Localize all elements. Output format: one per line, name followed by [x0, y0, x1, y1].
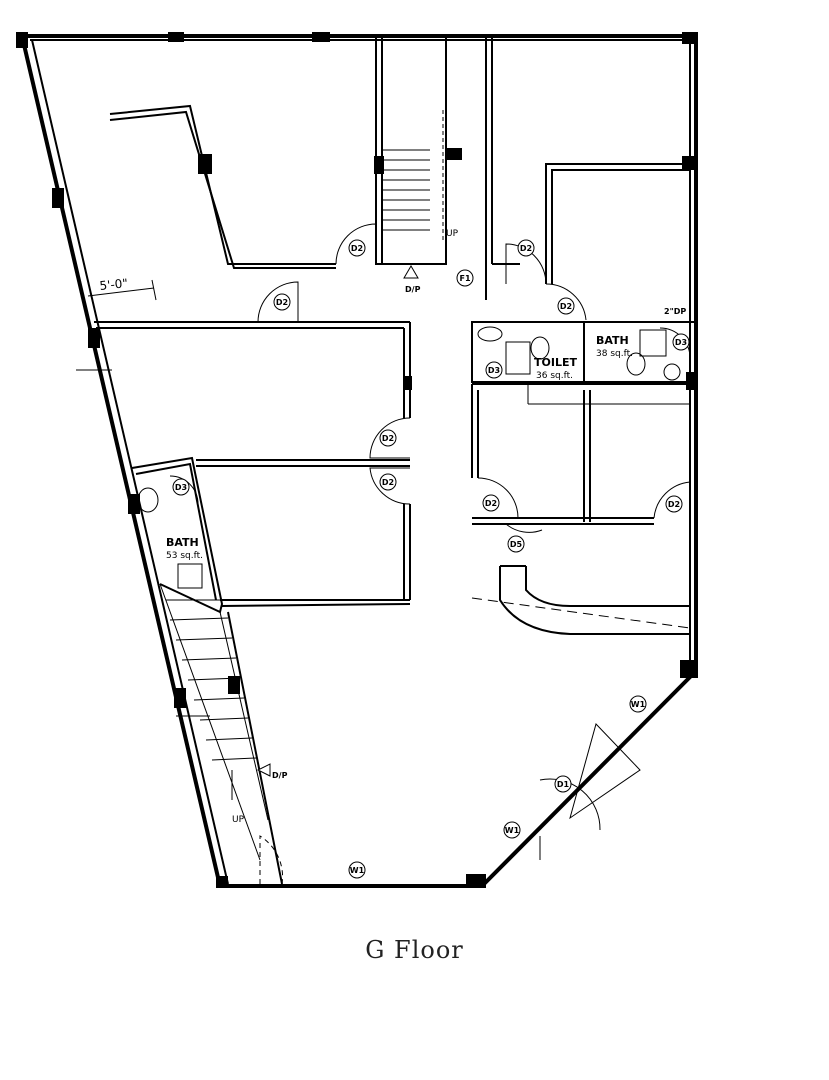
door-swing-d2-d	[545, 283, 587, 321]
column	[128, 494, 140, 514]
downpipe-label-left: D/P	[272, 771, 288, 780]
column	[88, 328, 100, 348]
dimension-line	[87, 287, 155, 297]
door-swing-d3-left	[169, 475, 199, 505]
door-tag-d2: D2	[382, 478, 394, 487]
column	[466, 874, 486, 888]
column	[686, 372, 698, 390]
door-swing-d2-h	[653, 481, 691, 519]
wc-fixture-left	[137, 487, 159, 513]
door-swing-d2-f	[369, 467, 411, 505]
column	[168, 32, 184, 42]
floor-caption: G Floor	[365, 936, 464, 964]
stair-up-label-center: UP	[446, 229, 459, 239]
wall-room-top-left-inner	[109, 110, 336, 269]
door-swing-d2-c	[505, 243, 547, 285]
door-swing-d2-g	[477, 477, 519, 519]
room-area-bath-right: 38 sq.ft.	[596, 349, 633, 359]
door-tag-d3: D3	[488, 366, 500, 375]
room-area-toilet: 36 sq.ft.	[536, 371, 573, 381]
outer-wall-diagonal	[480, 670, 697, 888]
room-name-bath-left: BATH	[166, 536, 199, 549]
outer-wall-left	[20, 35, 222, 887]
door-swing-d2-b	[257, 281, 299, 323]
column	[404, 376, 412, 390]
door-tag-d2: D2	[520, 244, 532, 253]
shower-tray-bath-right	[639, 329, 667, 357]
column	[198, 154, 212, 174]
column	[682, 156, 698, 170]
door-tag-d2: D2	[276, 298, 288, 307]
window-tag-w1: W1	[350, 866, 365, 875]
column	[228, 676, 240, 694]
column	[680, 660, 698, 678]
dimension-label: 5'-0"	[99, 276, 129, 293]
downpipe-triangle	[256, 763, 271, 777]
ramp-curve	[499, 566, 690, 635]
door-tag-f1: F1	[459, 274, 470, 283]
column	[446, 148, 462, 160]
door-tag-d2: D2	[560, 302, 572, 311]
door-tag-d2: D2	[351, 244, 363, 253]
column	[174, 688, 186, 708]
room-area-bath-left: 53 sq.ft.	[166, 551, 203, 561]
door-swing-d5	[505, 523, 543, 533]
door-swing-d2-a	[335, 223, 377, 265]
wc-fixture-toilet	[530, 336, 550, 360]
shower-tray-left	[177, 563, 203, 589]
window-tag-w1: W1	[505, 826, 520, 835]
column	[52, 188, 64, 208]
door-tag-d5: D5	[510, 540, 523, 549]
door-tag-d3: D3	[675, 338, 687, 347]
column	[312, 32, 330, 42]
wall-bath-left	[131, 456, 224, 614]
downpipe-label-center: D/P	[405, 285, 421, 294]
stair-up-label-left: UP	[232, 815, 245, 825]
wc-fixture-bath-right	[626, 352, 646, 376]
door-tag-d2: D2	[382, 434, 394, 443]
outer-wall-left-inner	[31, 39, 229, 885]
door-swing-main-entry	[569, 723, 641, 820]
wall-room-top-left	[109, 104, 336, 265]
door-tag-d1: D1	[557, 780, 570, 789]
door-tag-d2: D2	[668, 500, 680, 509]
room-name-toilet: TOILET	[534, 356, 577, 369]
window-tag-w1: W1	[631, 700, 646, 709]
door-tag-d2: D2	[485, 499, 497, 508]
column	[16, 32, 28, 48]
room-name-bath-right: BATH	[596, 334, 629, 347]
column	[216, 876, 228, 888]
wall-room-top-right	[545, 163, 690, 284]
downpipe-label-right: 2"DP	[664, 307, 686, 316]
wall-room-top-right-inner	[551, 169, 690, 284]
column	[682, 32, 698, 44]
door-tag-d3: D3	[175, 483, 187, 492]
downpipe-triangle	[403, 265, 419, 279]
shower-tray-toilet	[505, 341, 531, 375]
column	[374, 156, 384, 174]
door-swing-d2-e	[369, 417, 411, 459]
